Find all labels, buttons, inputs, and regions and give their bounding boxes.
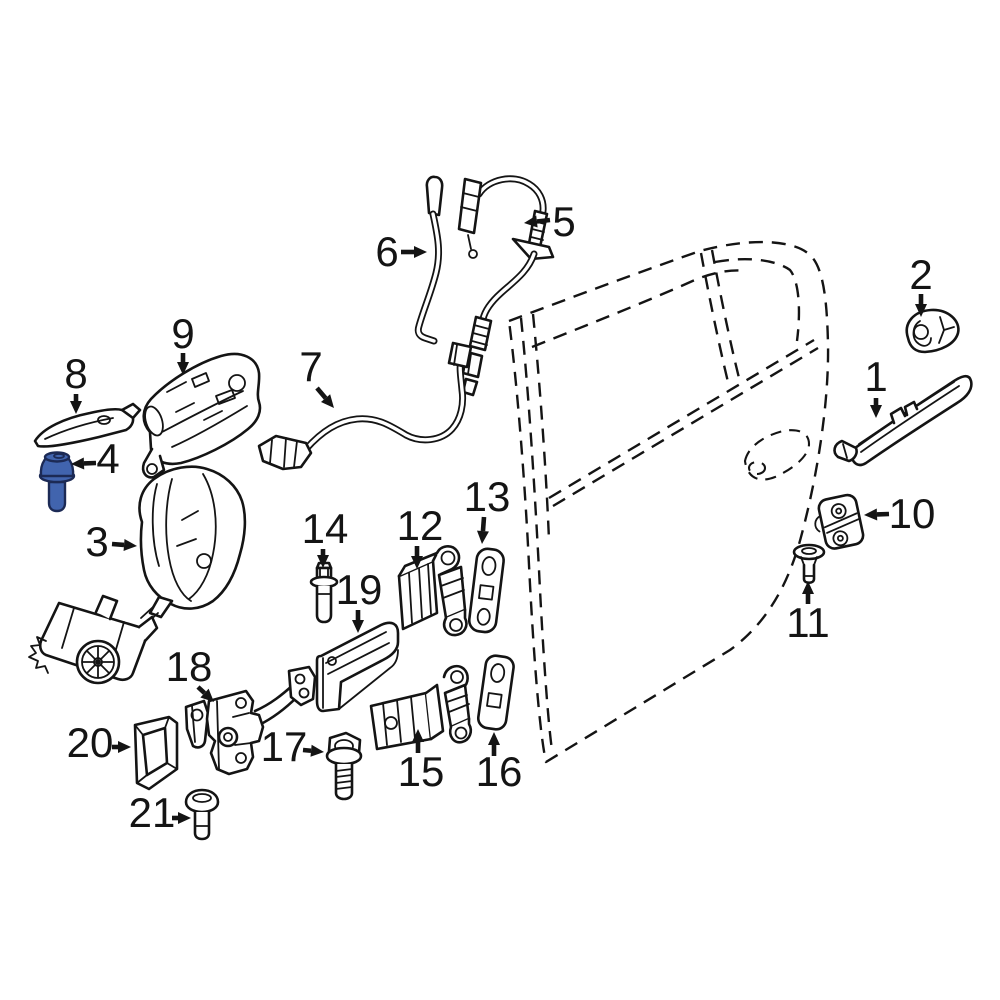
callout-number-14: 14 [302, 505, 349, 552]
part-5-lock-cable [457, 175, 555, 397]
part-10-striker [814, 493, 865, 550]
part-20-wedge-bracket [133, 715, 179, 791]
callout-number-7: 7 [299, 343, 322, 390]
callout-number-11: 11 [786, 599, 830, 646]
callout-number-17: 17 [261, 723, 308, 770]
callout-arrowhead-20 [118, 741, 131, 753]
part-3-door-lock-actuator [28, 465, 247, 685]
callout-arrowhead-21 [178, 812, 191, 824]
callout-arrowhead-13 [476, 530, 489, 544]
callout-number-4: 4 [96, 435, 119, 482]
part-8-inner-handle-lever [33, 402, 142, 448]
callout-number-12: 12 [397, 502, 444, 549]
callout-number-5: 5 [552, 198, 575, 245]
callout-number-15: 15 [398, 748, 445, 795]
callout-arrowhead-19 [352, 620, 364, 633]
callout-arrowhead-4 [71, 457, 85, 470]
callout-number-3: 3 [85, 518, 108, 565]
callout-arrowhead-6 [414, 246, 427, 258]
callout-number-16: 16 [476, 748, 523, 795]
part-11-striker-screw [792, 543, 826, 585]
callout-arrowhead-2 [915, 304, 927, 317]
callout-arrow-3 [111, 541, 125, 548]
callout-arrowhead-5 [524, 215, 538, 228]
callout-number-13: 13 [464, 473, 511, 520]
part-17-hinge-bolt [325, 731, 363, 801]
callout-arrowhead-18 [200, 688, 214, 702]
part-13-upper-reinforcement-plate [467, 547, 505, 634]
part-2-handle-end-cover [905, 308, 960, 354]
callout-arrow-18 [196, 685, 207, 695]
callout-arrowhead-8 [70, 401, 82, 414]
door-handle-recess-outline [743, 429, 811, 481]
part-9-handle-carrier [141, 352, 262, 479]
callout-arrow-5 [536, 217, 551, 224]
door-outline [507, 240, 830, 764]
part-4-screw-highlighted [38, 451, 76, 513]
part-14-hinge-screw [309, 561, 339, 624]
callout-number-20: 20 [67, 719, 114, 766]
callout-arrowhead-15 [412, 729, 424, 742]
part-1-outer-door-handle [833, 374, 973, 467]
callout-number-19: 19 [336, 566, 383, 613]
part-6-lock-rod [414, 175, 444, 345]
callout-arrowhead-10 [864, 508, 878, 521]
part-12-upper-hinge [397, 545, 468, 637]
callout-arrow-17 [302, 747, 312, 754]
part-18-door-check [184, 665, 317, 776]
part-7-bowden-cable [257, 341, 473, 471]
part-3-motor [28, 594, 159, 685]
callout-arrowhead-14 [317, 555, 329, 568]
callout-arrowhead-3 [123, 538, 137, 551]
callout-arrow-7 [315, 386, 328, 400]
callout-arrowhead-9 [177, 362, 189, 375]
part-21-check-screw [184, 788, 220, 841]
callout-arrowhead-1 [870, 405, 882, 418]
callout-arrow-13 [480, 516, 487, 532]
callout-number-9: 9 [171, 310, 194, 357]
callout-arrowhead-11 [802, 581, 814, 594]
callout-number-18: 18 [166, 643, 213, 690]
callout-number-8: 8 [64, 350, 87, 397]
part-19-door-check-cover [315, 621, 400, 713]
callout-number-21: 21 [129, 789, 176, 836]
part-16-lower-reinforcement-plate [476, 654, 515, 731]
callout-number-1: 1 [864, 353, 887, 400]
callout-number-2: 2 [909, 251, 932, 298]
callout-number-10: 10 [889, 490, 936, 537]
callout-arrowhead-17 [310, 744, 324, 757]
callout-number-6: 6 [375, 228, 398, 275]
callout-arrowhead-16 [488, 732, 500, 745]
callout-arrowhead-7 [321, 394, 334, 408]
callout-arrowhead-12 [411, 556, 423, 569]
